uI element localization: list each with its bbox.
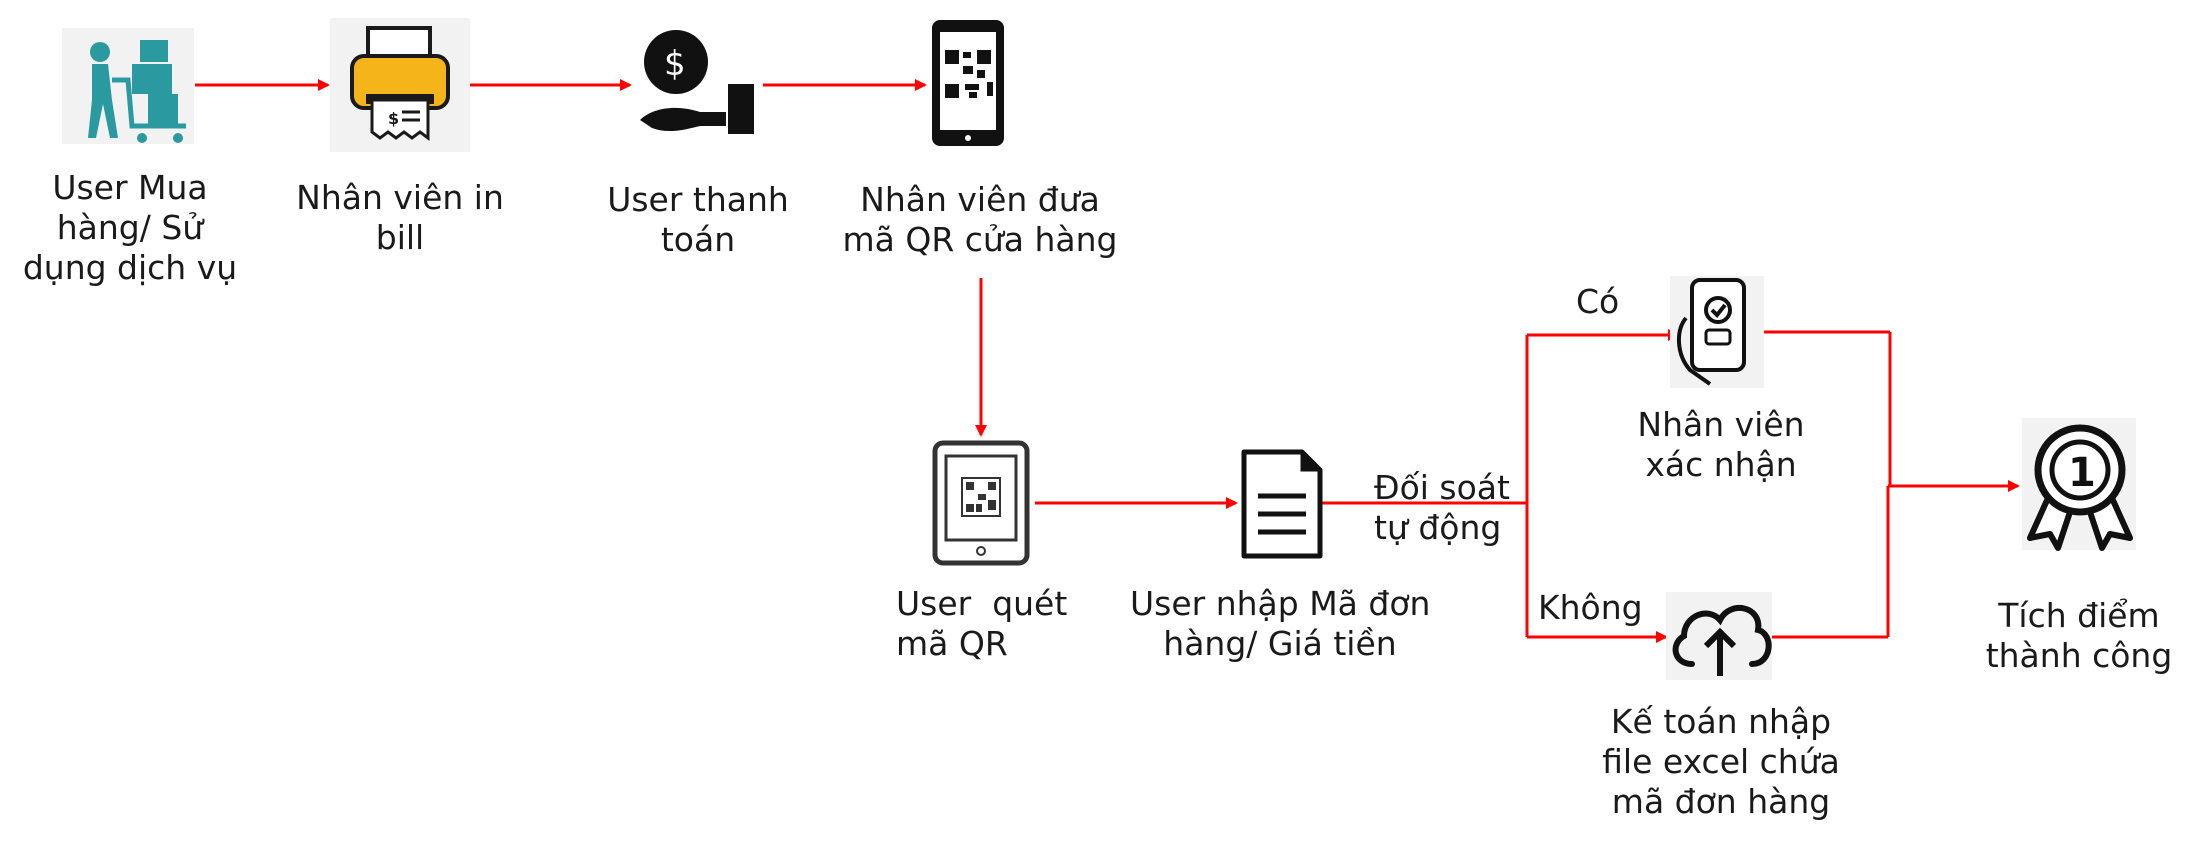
node-label-staff-print-bill: Nhân viên in bill — [296, 178, 504, 257]
edge-label-no: Không — [1538, 588, 1643, 627]
svg-text:$: $ — [664, 44, 686, 84]
node-label-user-purchase: User Mua hàng/ Sử dụng dịch vụ — [22, 168, 238, 287]
node-label-user-payment: User thanh toán — [607, 180, 789, 259]
hand-coin-icon: $ — [640, 30, 754, 134]
svg-text:1: 1 — [2068, 450, 2096, 496]
node-label-staff-confirm: Nhân viên xác nhận — [1637, 405, 1805, 484]
node-label-accountant-import: Kế toán nhập file excel chứa mã đơn hàng — [1602, 702, 1840, 821]
edge-label-yes: Có — [1576, 282, 1620, 321]
tablet-qr-icon — [932, 440, 1030, 566]
hand-phone-check-icon — [1670, 276, 1764, 388]
printer-receipt-icon: $ — [330, 18, 470, 152]
node-label-user-scan-qr: User quét mã QR — [896, 584, 1068, 663]
document-icon — [1241, 449, 1323, 559]
svg-text:$: $ — [388, 109, 399, 128]
shopping-cart-person-icon — [62, 28, 194, 144]
cloud-upload-icon — [1666, 592, 1772, 680]
award-medal-icon: 1 — [2022, 418, 2136, 551]
node-label-staff-show-qr: Nhân viên đưa mã QR cửa hàng — [842, 180, 1118, 259]
node-label-user-enter-order: User nhập Mã đơn hàng/ Giá tiền — [1130, 584, 1431, 663]
node-label-points-success: Tích điểm thành công — [1985, 596, 2173, 675]
edge-label-reconcile: Đối soát tự động — [1374, 468, 1510, 547]
phone-qr-icon — [932, 20, 1004, 146]
